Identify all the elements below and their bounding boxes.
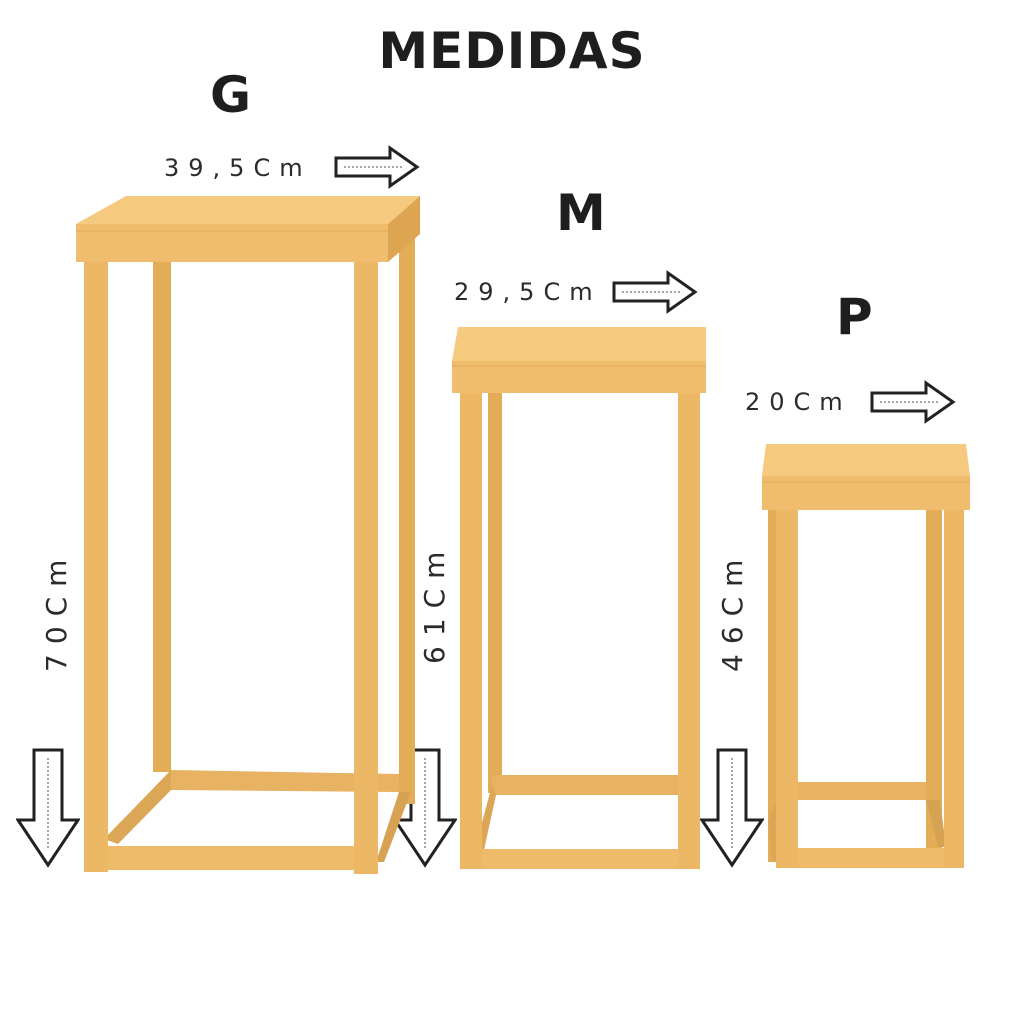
page-title: MEDIDAS: [378, 22, 646, 80]
height-label-m: 61Cm: [418, 541, 451, 664]
width-label-g: 39,5Cm: [164, 154, 312, 182]
stand-g-image: [76, 194, 422, 874]
stand-p-image: [762, 442, 974, 872]
right-arrow-icon: [870, 380, 956, 424]
right-arrow-icon: [334, 145, 420, 189]
width-label-m: 29,5Cm: [454, 278, 602, 306]
down-arrow-icon: [393, 748, 457, 868]
down-arrow-icon: [700, 748, 764, 868]
stand-m-image: [452, 325, 710, 873]
height-label-p: 46Cm: [716, 549, 749, 672]
size-label-m: M: [556, 184, 606, 242]
down-arrow-icon: [16, 748, 80, 868]
height-label-g: 70Cm: [40, 549, 73, 672]
width-label-p: 20Cm: [745, 388, 852, 416]
size-label-p: P: [836, 288, 873, 346]
size-label-g: G: [210, 66, 252, 124]
right-arrow-icon: [612, 270, 698, 314]
